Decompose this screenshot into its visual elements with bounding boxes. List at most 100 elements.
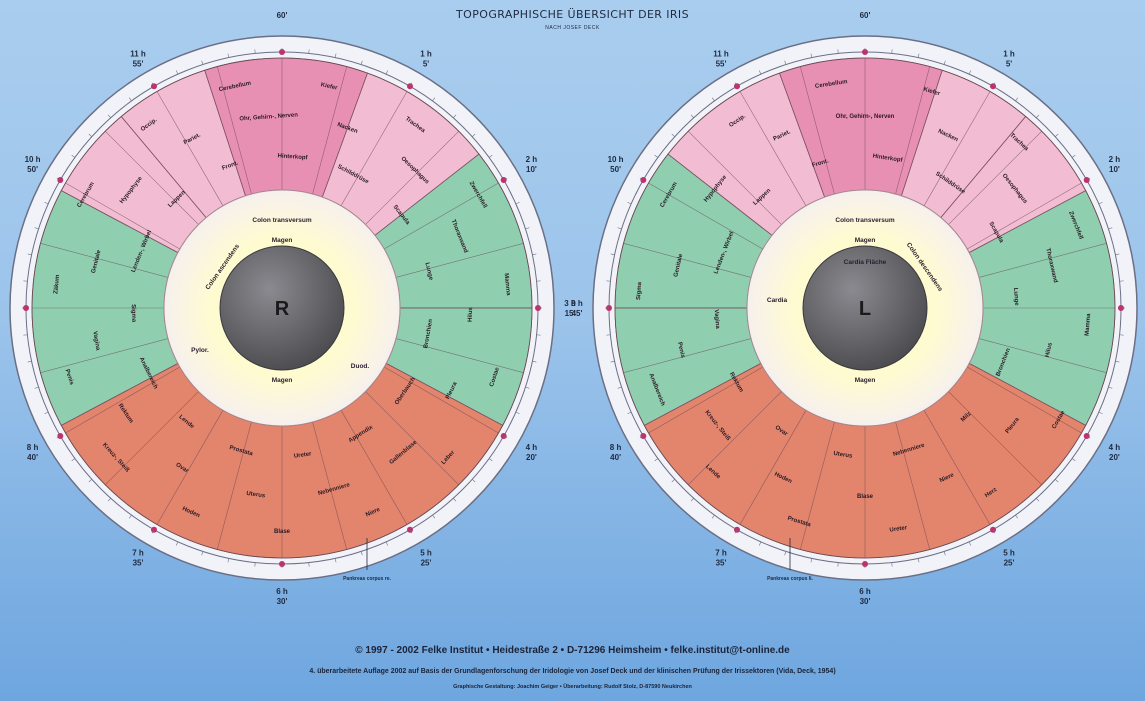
organ-label: Vagina [91, 331, 100, 352]
minute-tick [107, 498, 111, 502]
organ-label: Sigma [636, 281, 643, 300]
minute-tick [532, 360, 537, 363]
minute-tick [917, 53, 920, 58]
clock-label: 60' [860, 11, 871, 20]
sector-divider [65, 366, 180, 434]
minute-tick [44, 201, 49, 205]
sector-divider [340, 91, 408, 206]
organ-label: Penis [64, 369, 75, 387]
clock-label: 2 h [526, 155, 538, 164]
minute-tick [34, 386, 39, 389]
organ-label: Hilus [468, 307, 475, 323]
clock-label: 60' [277, 11, 288, 20]
minute-tick [1098, 411, 1103, 415]
organ-label: Kiefer [320, 82, 339, 92]
minute-tick [654, 154, 659, 158]
sector-divider [365, 131, 459, 225]
minute-tick [617, 386, 622, 389]
minute-tick [1086, 177, 1091, 181]
sector-divider [156, 410, 224, 525]
sector-divider [384, 366, 499, 434]
sector-divider [688, 131, 782, 225]
sector-divider [923, 91, 991, 206]
inner-zone-label: Cardia Fläche [844, 259, 887, 266]
minute-tick [711, 97, 715, 102]
organ-label: Cerebellum [815, 79, 848, 90]
minute-tick [810, 53, 813, 58]
clock-label: 7 h [715, 548, 727, 557]
organ-label: Uterus [246, 491, 266, 500]
minute-tick [1115, 360, 1120, 363]
sector-divider [623, 338, 752, 373]
sector-divider [895, 421, 930, 550]
minute-tick [784, 551, 787, 556]
minute-tick [610, 360, 615, 363]
inner-zone-label: Cardia [767, 297, 788, 304]
pupil-label: L [859, 298, 871, 320]
sector-divider [105, 391, 199, 485]
clock-label: 4 h [526, 443, 538, 452]
minute-tick [503, 435, 508, 439]
clock-minutes: 45' [572, 309, 583, 318]
minute-tick [34, 227, 39, 230]
minute-tick [453, 114, 457, 118]
organ-label: Front. [811, 158, 829, 169]
minute-tick [992, 82, 996, 87]
minute-tick [639, 177, 644, 181]
clock-minutes: 30' [277, 597, 288, 606]
minute-tick [515, 411, 520, 415]
clock-minutes: 5' [1006, 60, 1012, 69]
minute-tick [1098, 201, 1103, 205]
inner-zone-label: Colon transversum [252, 217, 311, 224]
organ-label: Blase [857, 494, 874, 500]
organ-label: Front. [221, 160, 239, 172]
sector-divider [948, 131, 1042, 225]
clock-label: 1 h [1003, 50, 1015, 59]
sector-divider [105, 131, 199, 225]
minute-tick [610, 253, 615, 256]
organ-label: Vagina [713, 309, 720, 329]
clock-minutes: 20' [1109, 453, 1120, 462]
minute-tick [44, 411, 49, 415]
organ-label: Ohr, Gehirn-, Nerven [239, 112, 298, 122]
clock-minutes: 35' [133, 558, 144, 567]
minute-tick [1115, 253, 1120, 256]
sector-divider [395, 243, 524, 278]
organ-label: Hilus [1045, 342, 1054, 358]
clock-minutes: 40' [610, 453, 621, 462]
minute-tick [334, 53, 337, 58]
minute-tick [758, 541, 762, 546]
clock-minutes: 10' [526, 165, 537, 174]
clock-minutes: 25' [1004, 558, 1015, 567]
organ-label: Lunge [1012, 288, 1019, 307]
minute-tick [56, 435, 61, 439]
iris-right: R60'1 h5'2 h10'3 h15'4 h20'5 h25'6 h30'7… [9, 11, 576, 606]
minute-tick [453, 498, 457, 502]
iris-left: L60'1 h5'2 h10'3 h15'4 h20'5 h25'6 h30'7… [571, 11, 1138, 606]
organ-label: Genitale [91, 249, 103, 274]
sector-divider [312, 66, 347, 195]
clock-minutes: 30' [860, 597, 871, 606]
sector-divider [40, 243, 169, 278]
organ-label: Lunge [423, 262, 433, 282]
minute-tick [151, 529, 155, 534]
minute-tick [385, 70, 389, 75]
organ-label: Ureter [889, 525, 908, 534]
sector-divider [648, 366, 763, 434]
minute-tick [711, 514, 715, 519]
minute-tick [88, 133, 92, 137]
clock-label: 10 h [25, 155, 41, 164]
pupil-label: R [275, 298, 290, 320]
sector-divider [312, 421, 347, 550]
minute-tick [627, 201, 632, 205]
clock-minutes: 55' [133, 60, 144, 69]
clock-label: 6 h [276, 587, 288, 596]
clock-minutes: 55' [716, 60, 727, 69]
organ-label: Mamma [1085, 313, 1093, 336]
clock-minutes: 35' [716, 558, 727, 567]
organ-label: Mamma [503, 273, 511, 297]
minute-tick [1071, 154, 1076, 158]
organ-label: Hinterkopf [872, 153, 904, 164]
sector-divider [948, 391, 1042, 485]
organ-label: Niere [365, 507, 382, 519]
